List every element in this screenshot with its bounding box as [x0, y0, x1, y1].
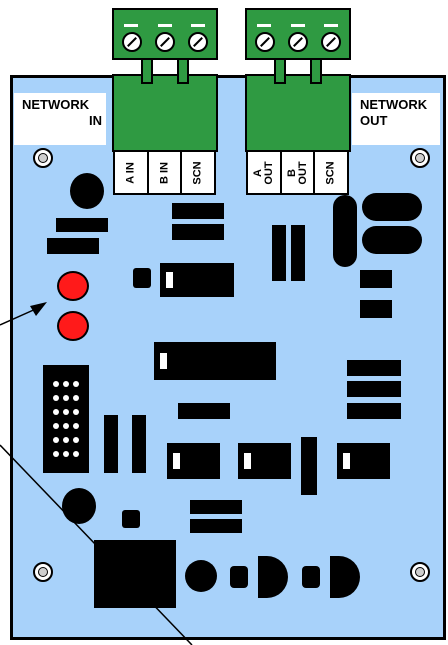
network-out-label: NETWORK OUT [352, 93, 440, 145]
resistor [56, 218, 108, 232]
pin-a-in: A IN [115, 152, 149, 193]
screw-icon[interactable] [122, 32, 142, 52]
resistor [47, 238, 99, 254]
screw-icon[interactable] [288, 32, 308, 52]
network-out-line1: NETWORK [360, 97, 428, 112]
capacitor [70, 173, 104, 209]
ic-chip [238, 443, 291, 479]
terminal-block-out-top [245, 8, 351, 60]
ic-chip [154, 342, 276, 380]
inductor [362, 193, 422, 221]
terminal-tab [177, 58, 189, 84]
mounting-hole-icon [410, 148, 430, 168]
pin-b-in: B IN [149, 152, 183, 193]
small-component [230, 566, 248, 588]
terminal-tab [141, 58, 153, 84]
resistor [360, 270, 392, 288]
pin-scn-out: SCN [324, 160, 337, 185]
terminal-tab [274, 58, 286, 84]
resistor [347, 381, 401, 397]
resistor [347, 403, 401, 419]
capacitor [185, 560, 217, 592]
red-led-icon [57, 271, 89, 301]
pin-b-out: B OUT [282, 152, 316, 193]
small-component [302, 566, 320, 588]
small-component [133, 268, 151, 288]
capacitor [62, 488, 96, 524]
pin-header[interactable] [43, 365, 89, 473]
terminal-block-in-body [112, 74, 218, 152]
ic-chip [337, 443, 390, 479]
ic-chip [167, 443, 220, 479]
diode [272, 225, 286, 281]
small-component [122, 510, 140, 528]
resistor [190, 500, 242, 514]
pin-a-out: A OUT [248, 152, 282, 193]
network-out-line2: OUT [360, 113, 388, 128]
network-in-label: NETWORK IN [14, 93, 106, 145]
diode [104, 415, 118, 473]
resistor [178, 403, 230, 419]
resistor [347, 360, 401, 376]
terminal-tab [310, 58, 322, 84]
resistor [360, 300, 392, 318]
mounting-hole-icon [33, 562, 53, 582]
screw-icon[interactable] [321, 32, 341, 52]
inductor [362, 226, 422, 254]
diode [132, 415, 146, 473]
resistor [172, 224, 224, 240]
screw-icon[interactable] [255, 32, 275, 52]
screw-icon[interactable] [155, 32, 175, 52]
mounting-hole-icon [410, 562, 430, 582]
transformer [94, 540, 176, 608]
red-led-icon [57, 311, 89, 341]
pin-scn-in: SCN [191, 160, 204, 185]
terminal-in-pins: A IN B IN SCN [113, 150, 216, 195]
terminal-block-out-body [245, 74, 351, 152]
terminal-out-pins: A OUT B OUT SCN [246, 150, 349, 195]
screw-icon[interactable] [188, 32, 208, 52]
resistor [190, 519, 242, 533]
resistor [172, 203, 224, 219]
terminal-block-in-top [112, 8, 218, 60]
network-in-line2: IN [89, 113, 102, 128]
mounting-hole-icon [33, 148, 53, 168]
ic-chip [160, 263, 234, 297]
network-in-line1: NETWORK [22, 97, 90, 112]
resistor [301, 437, 317, 495]
crystal [333, 195, 357, 267]
diode [291, 225, 305, 281]
